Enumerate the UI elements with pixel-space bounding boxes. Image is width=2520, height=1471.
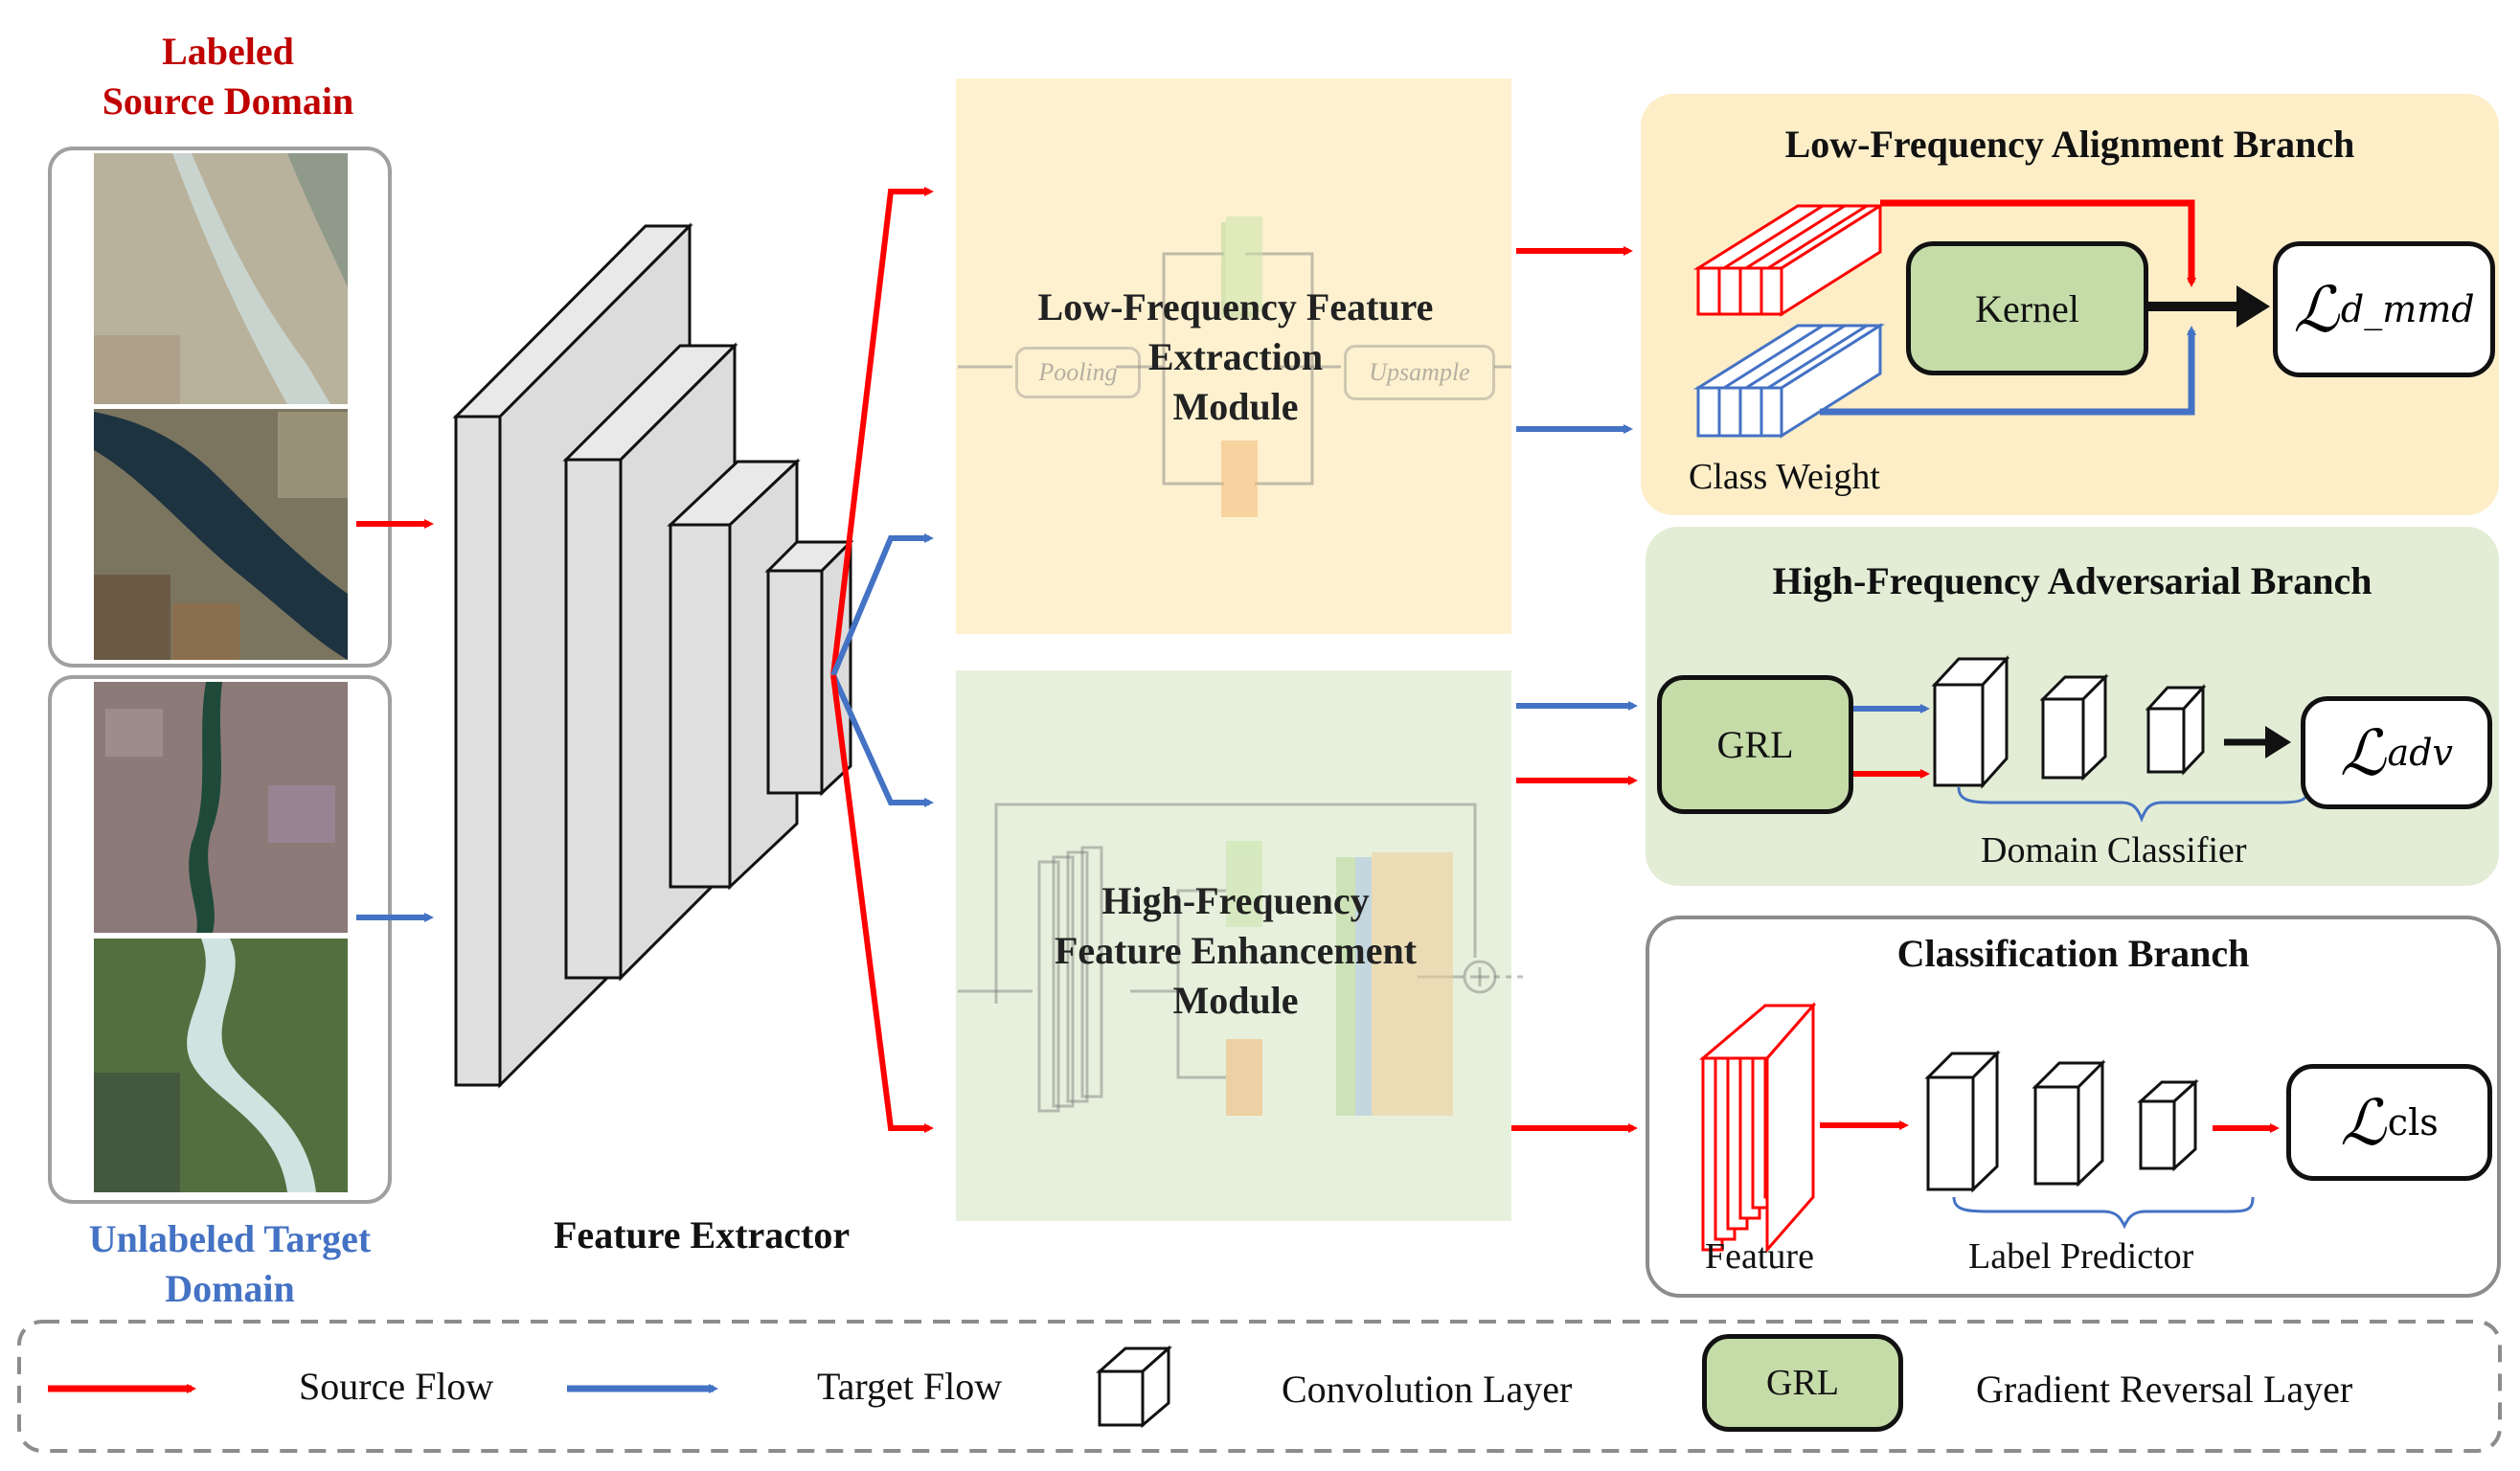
kernel-to-loss-arrowhead: [2236, 285, 2270, 328]
upsample-box: Upsample: [1344, 345, 1495, 400]
source-label-line1: Labeled: [162, 30, 294, 73]
label-predictor-label: Label Predictor: [1968, 1236, 2194, 1277]
high-module-internals: [958, 803, 1523, 1113]
mmd-loss-symbol: ℒ: [2293, 272, 2339, 347]
mmd-loss-subscript: d_mmd: [2340, 288, 2475, 330]
legend-source-flow-label: Source Flow: [299, 1365, 494, 1408]
low-freq-module-panel: [956, 79, 1511, 634]
high-freq-module-title: High-Frequency Feature Enhancement Modul…: [987, 876, 1485, 1026]
label-predictor-brace: [1952, 1196, 2255, 1230]
class-weight-label: Class Weight: [1689, 457, 1880, 497]
legend-grl-box: GRL: [1702, 1334, 1903, 1432]
source-image-1: [94, 153, 348, 404]
legend-conv-layer-label: Convolution Layer: [1282, 1368, 1573, 1411]
legend-target-flow-label: Target Flow: [817, 1365, 1003, 1408]
red-to-mmd-arrow: [1880, 199, 2196, 287]
legend-border: [17, 1320, 2502, 1453]
target-label-line2: Domain: [165, 1267, 295, 1310]
domain-classifier-brace: [1957, 786, 2310, 824]
blue-weight-block: [1692, 323, 1886, 439]
domain-classifier-label: Domain Classifier: [1981, 830, 2247, 871]
source-label-line2: Source Domain: [102, 79, 354, 123]
domain-classifier-convs: [1931, 655, 2207, 789]
label-predictor-convs: [1924, 1050, 2199, 1193]
low-module-internals: [958, 252, 1511, 486]
feature-extractor-label: Feature Extractor: [554, 1213, 851, 1256]
low-module-title-line2: Extraction: [1147, 335, 1324, 378]
fanout-arrows: [830, 187, 934, 1133]
low-freq-module-title: Low-Frequency Feature Extraction Module: [996, 283, 1475, 432]
high-module-stack: [1226, 841, 1453, 1116]
pooling-box: Pooling: [1015, 347, 1141, 398]
adv-arrowhead: [2265, 726, 2291, 758]
blue-to-mmd-arrow: [1820, 326, 2196, 416]
legend-grl-desc-label: Gradient Reversal Layer: [1976, 1368, 2353, 1411]
low-branch-title: Low-Frequency Alignment Branch: [1784, 123, 2355, 166]
target-label-line1: Unlabeled Target: [88, 1217, 372, 1260]
kernel-box: Kernel: [1906, 241, 2148, 375]
adv-loss-symbol: ℒ: [2340, 715, 2386, 790]
red-weight-block: [1692, 203, 1886, 317]
feature-label: Feature: [1705, 1236, 1814, 1277]
cls-loss-subscript: cls: [2387, 1101, 2439, 1143]
target-image-2: [94, 939, 348, 1192]
grl-box: GRL: [1657, 675, 1853, 814]
cls-branch-title: Classification Branch: [1896, 932, 2250, 975]
target-domain-label: Unlabeled Target Domain: [24, 1214, 436, 1314]
low-module-stack: [1221, 216, 1262, 517]
high-module-title-line1: High-Frequency: [1101, 879, 1370, 922]
high-module-title-line3: Module: [1172, 979, 1299, 1022]
feature-stack: [1698, 1002, 1817, 1254]
adv-loss-subscript: adv: [2387, 732, 2453, 774]
source-image-2: [94, 409, 348, 660]
cls-loss-symbol: ℒ: [2340, 1085, 2386, 1160]
high-module-title-line2: Feature Enhancement: [1054, 929, 1418, 972]
target-image-1: [94, 682, 348, 933]
legend-conv-glyph: [1096, 1345, 1172, 1429]
low-module-title-line1: Low-Frequency Feature: [1037, 285, 1434, 328]
high-branch-title: High-Frequency Adversarial Branch: [1772, 559, 2372, 602]
source-domain-label: Labeled Source Domain: [65, 27, 391, 126]
feature-extractor-blocks: [452, 222, 854, 1089]
low-module-title-line3: Module: [1172, 385, 1299, 428]
